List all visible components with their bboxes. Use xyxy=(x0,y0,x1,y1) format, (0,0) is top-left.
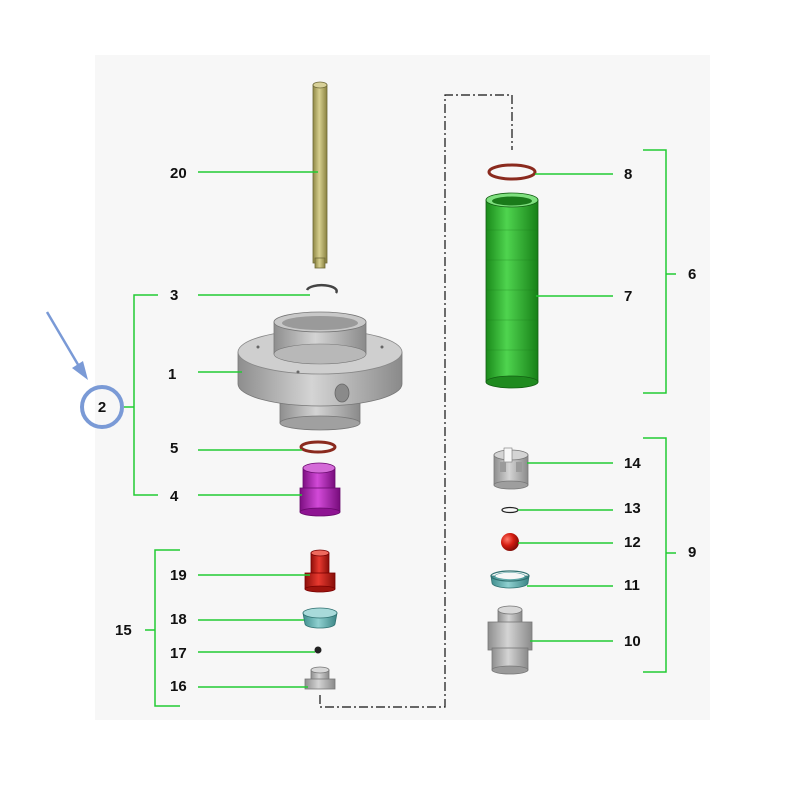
label-7: 7 xyxy=(624,288,633,305)
label-14: 14 xyxy=(624,455,641,472)
label-12: 12 xyxy=(624,534,641,551)
label-3: 3 xyxy=(170,287,179,304)
part-14-cage xyxy=(493,447,529,490)
label-19: 19 xyxy=(170,567,187,584)
group-brackets xyxy=(124,149,676,707)
label-20: 20 xyxy=(170,165,187,182)
label-16: 16 xyxy=(170,678,187,695)
label-15: 15 xyxy=(115,622,132,639)
part-13-small-oring xyxy=(501,506,519,514)
label-1: 1 xyxy=(168,366,177,383)
bracket-9 xyxy=(643,437,676,673)
bracket-15 xyxy=(145,549,180,707)
part-19-red-piston xyxy=(304,549,336,593)
leader-lines xyxy=(198,171,613,688)
part-8-oring xyxy=(487,163,537,181)
part-17-small-ball xyxy=(314,646,322,654)
part-11-teal-ring xyxy=(490,570,530,589)
label-9: 9 xyxy=(688,544,697,561)
part-12-red-ball xyxy=(501,533,519,551)
label-13: 13 xyxy=(624,500,641,517)
part-5-oring xyxy=(299,440,337,454)
bracket-6 xyxy=(643,149,676,394)
callout-2-marker xyxy=(45,311,124,429)
label-2: 2 xyxy=(97,398,107,416)
bracket-2 xyxy=(124,294,158,496)
label-8: 8 xyxy=(624,166,633,183)
label-5: 5 xyxy=(170,440,179,457)
diagram-background xyxy=(95,55,710,720)
label-18: 18 xyxy=(170,611,187,628)
label-10: 10 xyxy=(624,633,641,650)
label-17: 17 xyxy=(170,645,187,662)
part-7-green-tube xyxy=(485,192,539,389)
label-4: 4 xyxy=(170,488,179,505)
part-1-flange-body xyxy=(237,311,403,431)
part-16-seat xyxy=(304,666,336,690)
part-10-valve-body xyxy=(487,605,533,675)
part-4-purple-bushing xyxy=(299,462,341,517)
part-3-circlip xyxy=(305,283,338,294)
part-20-rod xyxy=(312,81,328,269)
assembly-path-line xyxy=(319,94,513,708)
part-18-teal-cup xyxy=(302,607,338,629)
label-11: 11 xyxy=(624,577,640,594)
label-6: 6 xyxy=(688,266,697,283)
